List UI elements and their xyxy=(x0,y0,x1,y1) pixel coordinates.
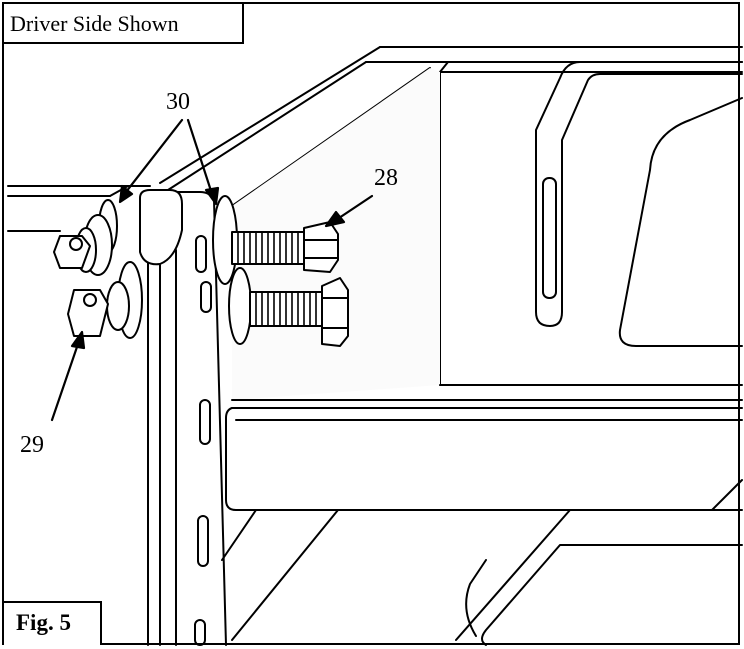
arrowhead-28 xyxy=(324,210,346,228)
figure-label: Fig. 5 xyxy=(4,601,102,645)
cross-bar xyxy=(221,384,743,561)
upright-post xyxy=(147,191,227,646)
pivot-bracket xyxy=(139,189,183,266)
left-rail xyxy=(7,185,151,232)
view-caption: Driver Side Shown xyxy=(4,4,244,44)
callout-30: 30 xyxy=(166,89,190,115)
arrowhead-30-right xyxy=(204,186,220,206)
arrowhead-30-left xyxy=(118,184,134,204)
callout-29: 29 xyxy=(20,432,44,458)
hanger-tab xyxy=(535,61,743,347)
callout-28: 28 xyxy=(374,165,398,191)
callout-arrows xyxy=(50,118,374,422)
left-hardware-stack xyxy=(53,199,143,339)
arrowhead-29 xyxy=(70,330,86,350)
bolts xyxy=(231,221,349,347)
